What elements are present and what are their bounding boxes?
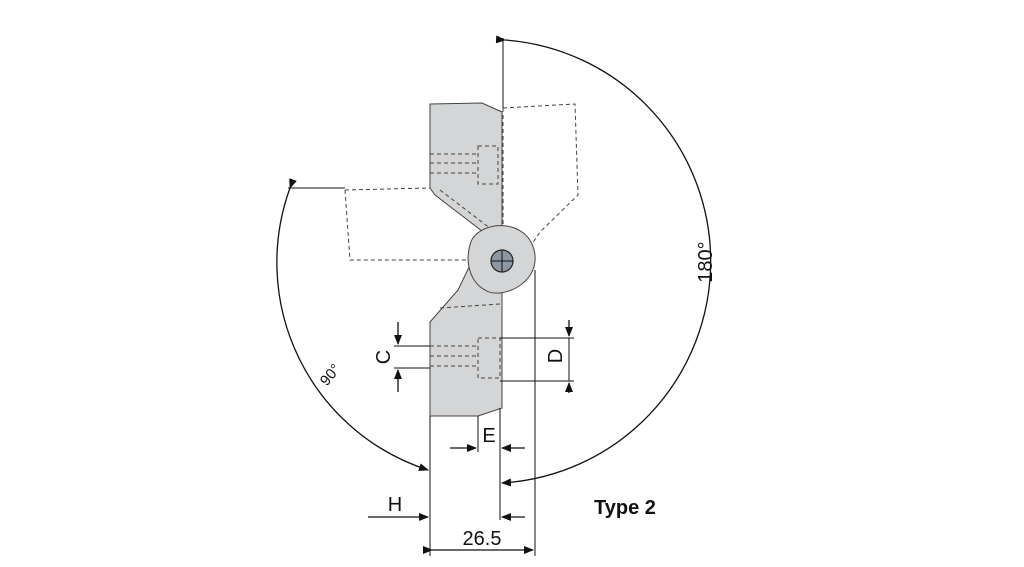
pivot-knuckle <box>467 225 536 294</box>
dim-e-label: E <box>482 425 495 447</box>
type-label: Type 2 <box>594 497 656 519</box>
dim-e <box>450 416 525 452</box>
dim-c-label: C <box>373 350 395 364</box>
lower-leaf <box>429 264 503 417</box>
upper-leaf <box>429 102 503 239</box>
angle-180-label: 180° <box>695 241 717 282</box>
arc-90 <box>276 178 429 472</box>
dim-c <box>394 322 430 392</box>
dim-d <box>500 320 574 393</box>
dim-h-label: H <box>388 494 402 516</box>
dim-width-label: 26.5 <box>463 528 502 550</box>
arc-180 <box>495 35 712 487</box>
angle-90-label: 90° <box>317 361 345 389</box>
dim-d-label: D <box>545 349 567 363</box>
